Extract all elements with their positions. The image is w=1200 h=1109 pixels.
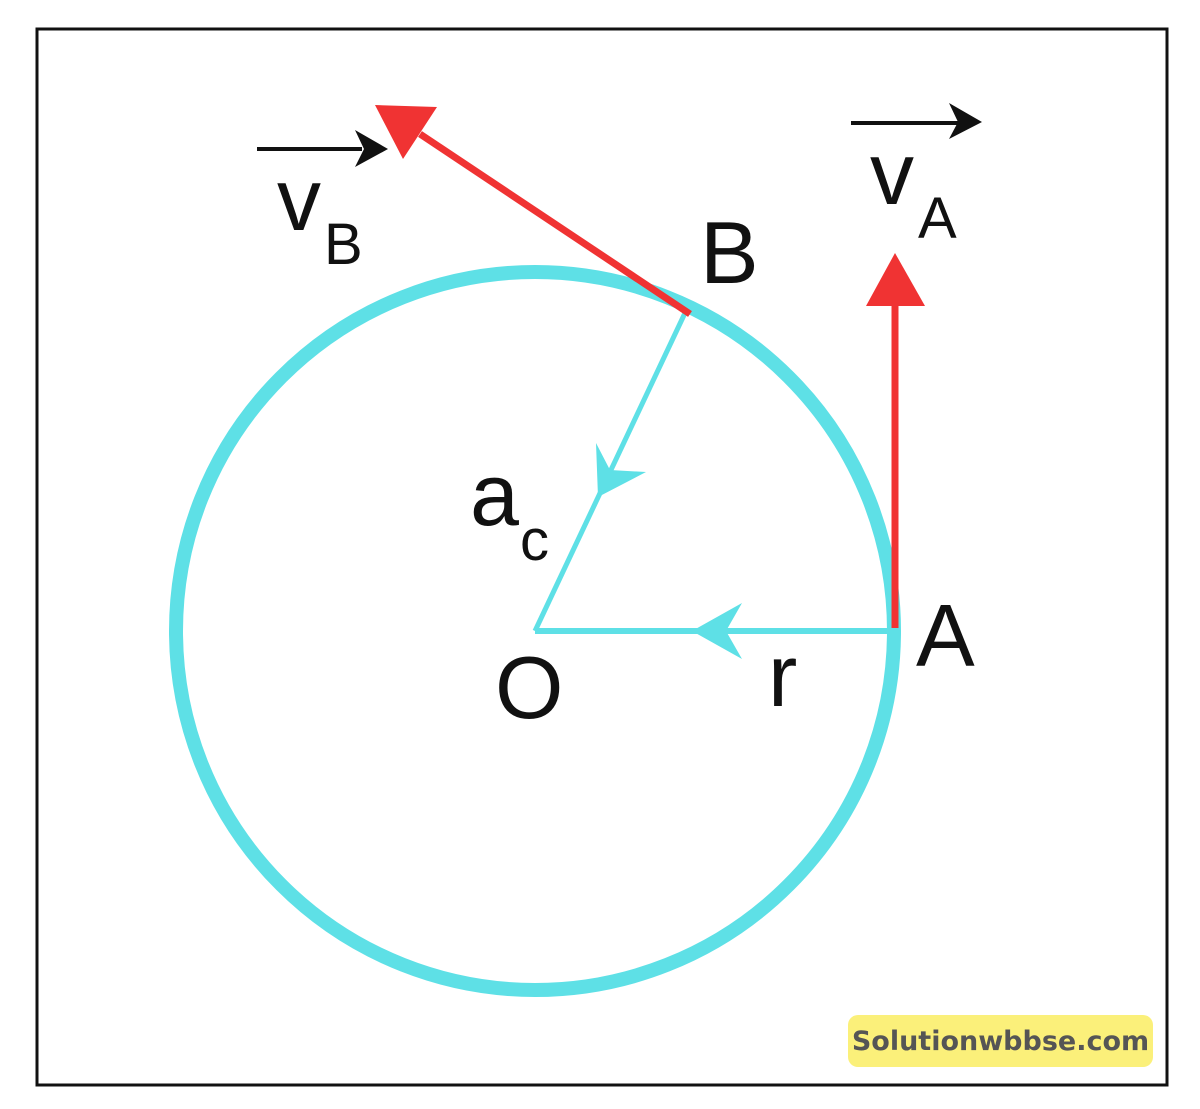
acceleration-arrowhead (596, 443, 646, 497)
label-velocity-b-sub: B (324, 212, 363, 277)
watermark-badge: Solutionwbbse.com (848, 1015, 1153, 1067)
radius-arrowhead (692, 603, 742, 659)
label-velocity-b-main: v (277, 150, 321, 249)
frame-border (35, 27, 1169, 1087)
label-point-b: B (700, 203, 759, 302)
velocity-a-arrowhead (866, 253, 925, 306)
label-radius-r: r (768, 626, 797, 725)
label-accel-sub: c (520, 508, 549, 573)
circle-path (169, 265, 901, 997)
label-point-a: A (916, 586, 975, 685)
label-center-o: O (495, 638, 563, 737)
label-velocity-a-sub: A (918, 186, 957, 251)
velocity-b-arrowhead (375, 105, 437, 159)
vector-arrow-a-head (949, 103, 982, 139)
label-velocity-a-main: v (870, 124, 914, 223)
label-accel-main: a (470, 445, 519, 544)
velocity-b-line (418, 131, 692, 317)
vector-arrow-b-head (355, 130, 388, 167)
